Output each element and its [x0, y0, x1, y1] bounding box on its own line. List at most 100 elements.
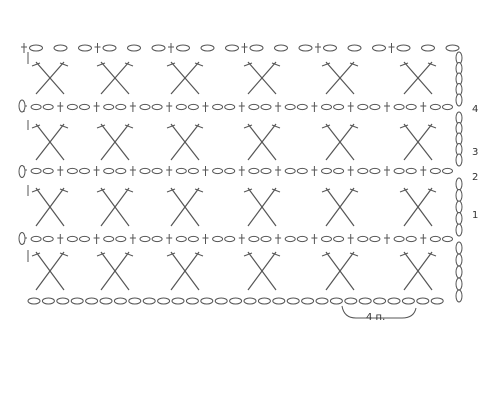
chain-stitch [274, 44, 288, 52]
stitch-bar [399, 252, 409, 257]
stitch-bar [427, 252, 437, 257]
chain-stitch [115, 235, 127, 243]
chain-stitch [357, 167, 369, 175]
crossed-stitch-right [100, 187, 130, 227]
stitch-bar [271, 62, 281, 67]
chain-stitch [401, 297, 415, 305]
chain-stitch [139, 167, 151, 175]
chain-stitch [393, 235, 405, 243]
chain-stitch [405, 167, 417, 175]
chain-stitch [212, 167, 224, 175]
chain-stitch [187, 235, 199, 243]
chain-stitch [187, 103, 199, 111]
stitch-bar [427, 62, 437, 67]
chain-stitch [139, 103, 151, 111]
chain-stitch [30, 103, 42, 111]
chain-stitch [315, 297, 329, 305]
stitch-bar [194, 188, 204, 193]
crossed-stitch-right [100, 123, 130, 161]
row-label-4: 4 [472, 104, 478, 115]
stitch-bar [59, 124, 69, 129]
chain-stitch [333, 235, 345, 243]
chain-stitch [103, 103, 115, 111]
row-label-1: 1 [472, 210, 478, 221]
stitch-bar [31, 62, 41, 67]
chain-stitch [405, 103, 417, 111]
chain-stitch [175, 103, 187, 111]
chain-stitch [66, 103, 78, 111]
chain-stitch [229, 297, 243, 305]
bottom-brace [341, 305, 417, 319]
chain-stitch [296, 167, 308, 175]
chain-stitch [115, 167, 127, 175]
chain-stitch [200, 297, 214, 305]
chain-stitch [301, 297, 315, 305]
chain-stitch [333, 167, 345, 175]
chain-stitch [421, 44, 435, 52]
stitch-bar [321, 188, 331, 193]
chain-stitch [249, 44, 264, 52]
chain-stitch [455, 153, 463, 167]
crossed-stitch-right [403, 187, 433, 227]
chain-stitch [212, 235, 224, 243]
chain-stitch [85, 297, 99, 305]
chain-stitch [442, 103, 453, 111]
chain-stitch [79, 235, 90, 243]
stitch-bar [349, 124, 359, 129]
crossed-stitch-right [325, 61, 355, 95]
crossed-stitch-right [35, 187, 65, 227]
chain-stitch [373, 297, 387, 305]
chain-stitch [372, 44, 386, 52]
chain-stitch [393, 103, 405, 111]
chain-stitch [42, 235, 54, 243]
chain-stitch [445, 44, 460, 52]
chain-stitch [416, 297, 430, 305]
chain-stitch [296, 103, 308, 111]
crossed-stitch-right [247, 61, 277, 95]
chain-stitch [151, 167, 163, 175]
crossed-stitch-right [170, 251, 200, 291]
chain-stitch [185, 297, 199, 305]
crossed-stitch-right [403, 123, 433, 161]
row-label-3: 3 [472, 147, 478, 158]
turning-chains [18, 51, 463, 303]
stitch-bar [399, 124, 409, 129]
crossed-stitch-right [247, 251, 277, 291]
chain-stitch [455, 212, 463, 225]
stitch-bar [166, 124, 176, 129]
stitch-bar [31, 252, 41, 257]
crossed-stitch-right [35, 251, 65, 291]
chain-stitch [455, 189, 463, 202]
foundation-chain [27, 297, 444, 305]
chain-stitch [79, 167, 90, 175]
crossed-stitch-right [247, 187, 277, 227]
chain-stitch [455, 265, 463, 279]
stitch-bar [243, 62, 253, 67]
chain-stitch [284, 103, 296, 111]
stitch-bar [271, 124, 281, 129]
stitch-bar [349, 62, 359, 67]
chain-stitch [175, 167, 187, 175]
stitch-bar [243, 188, 253, 193]
chain-stitch [347, 44, 362, 52]
chain-stitch [329, 297, 343, 305]
chain-stitch [79, 103, 90, 111]
chain-stitch [387, 297, 401, 305]
chain-stitch [225, 44, 239, 52]
chain-stitch [18, 165, 26, 178]
stitch-bar [31, 188, 41, 193]
crossed-stitch-right [403, 251, 433, 291]
bottom-label: 4 п. [366, 312, 385, 323]
chain-stitch [224, 167, 236, 175]
crossed-stitch-right [247, 123, 277, 161]
chain-stitch [429, 103, 441, 111]
chain-stitch [455, 241, 463, 255]
stitch-bar [124, 252, 134, 257]
chain-stitch [224, 103, 236, 111]
chain-stitch [18, 232, 26, 245]
stitch-bar [96, 252, 106, 257]
stitch-bar [166, 252, 176, 257]
chain-stitch [455, 177, 463, 191]
chain-stitch [429, 235, 441, 243]
